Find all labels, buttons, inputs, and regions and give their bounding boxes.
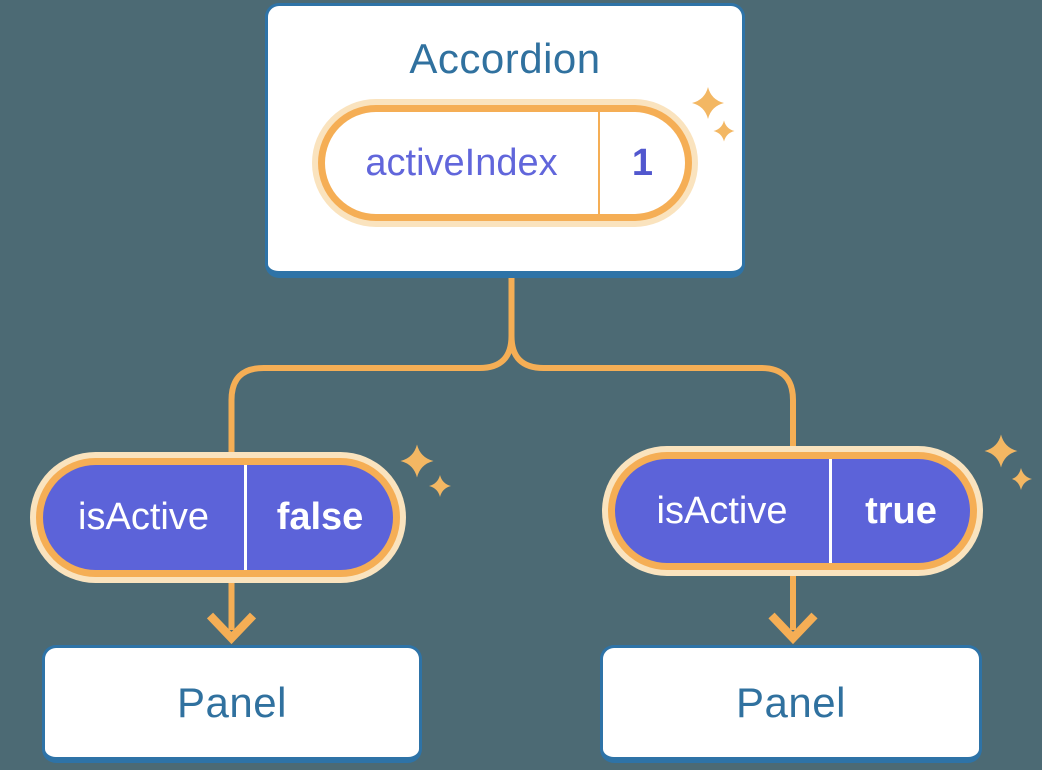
panel-node-right: Panel <box>600 645 982 763</box>
prop-pill-left-value: false <box>276 496 364 538</box>
prop-pill-right: isActive true <box>602 446 983 576</box>
prop-pill-right-value: true <box>865 489 937 532</box>
prop-pill-right-divider <box>829 459 832 563</box>
state-pill-divider <box>598 112 600 214</box>
prop-pill-left-divider <box>244 465 247 570</box>
prop-pill-right-ring: isActive true <box>608 452 977 570</box>
state-pill-value: 1 <box>631 141 654 184</box>
arrow-down-icon <box>768 612 818 645</box>
state-pill-label: activeIndex <box>365 141 558 184</box>
state-pill: activeIndex 1 <box>312 99 698 227</box>
prop-pill-left-ring: isActive false <box>36 458 400 577</box>
arrow-down-icon <box>206 612 257 645</box>
prop-pill-left-label: isActive <box>78 496 209 538</box>
prop-pill-right-label: isActive <box>656 489 788 532</box>
panel-right-title: Panel <box>736 678 846 726</box>
panel-node-left: Panel <box>42 645 422 763</box>
sparkle-icon <box>400 444 451 497</box>
sparkle-icon <box>984 434 1032 490</box>
panel-left-title: Panel <box>177 678 287 726</box>
state-pill-ring: activeIndex 1 <box>318 105 692 221</box>
prop-pill-left: isActive false <box>30 452 406 583</box>
accordion-title: Accordion <box>409 35 601 82</box>
